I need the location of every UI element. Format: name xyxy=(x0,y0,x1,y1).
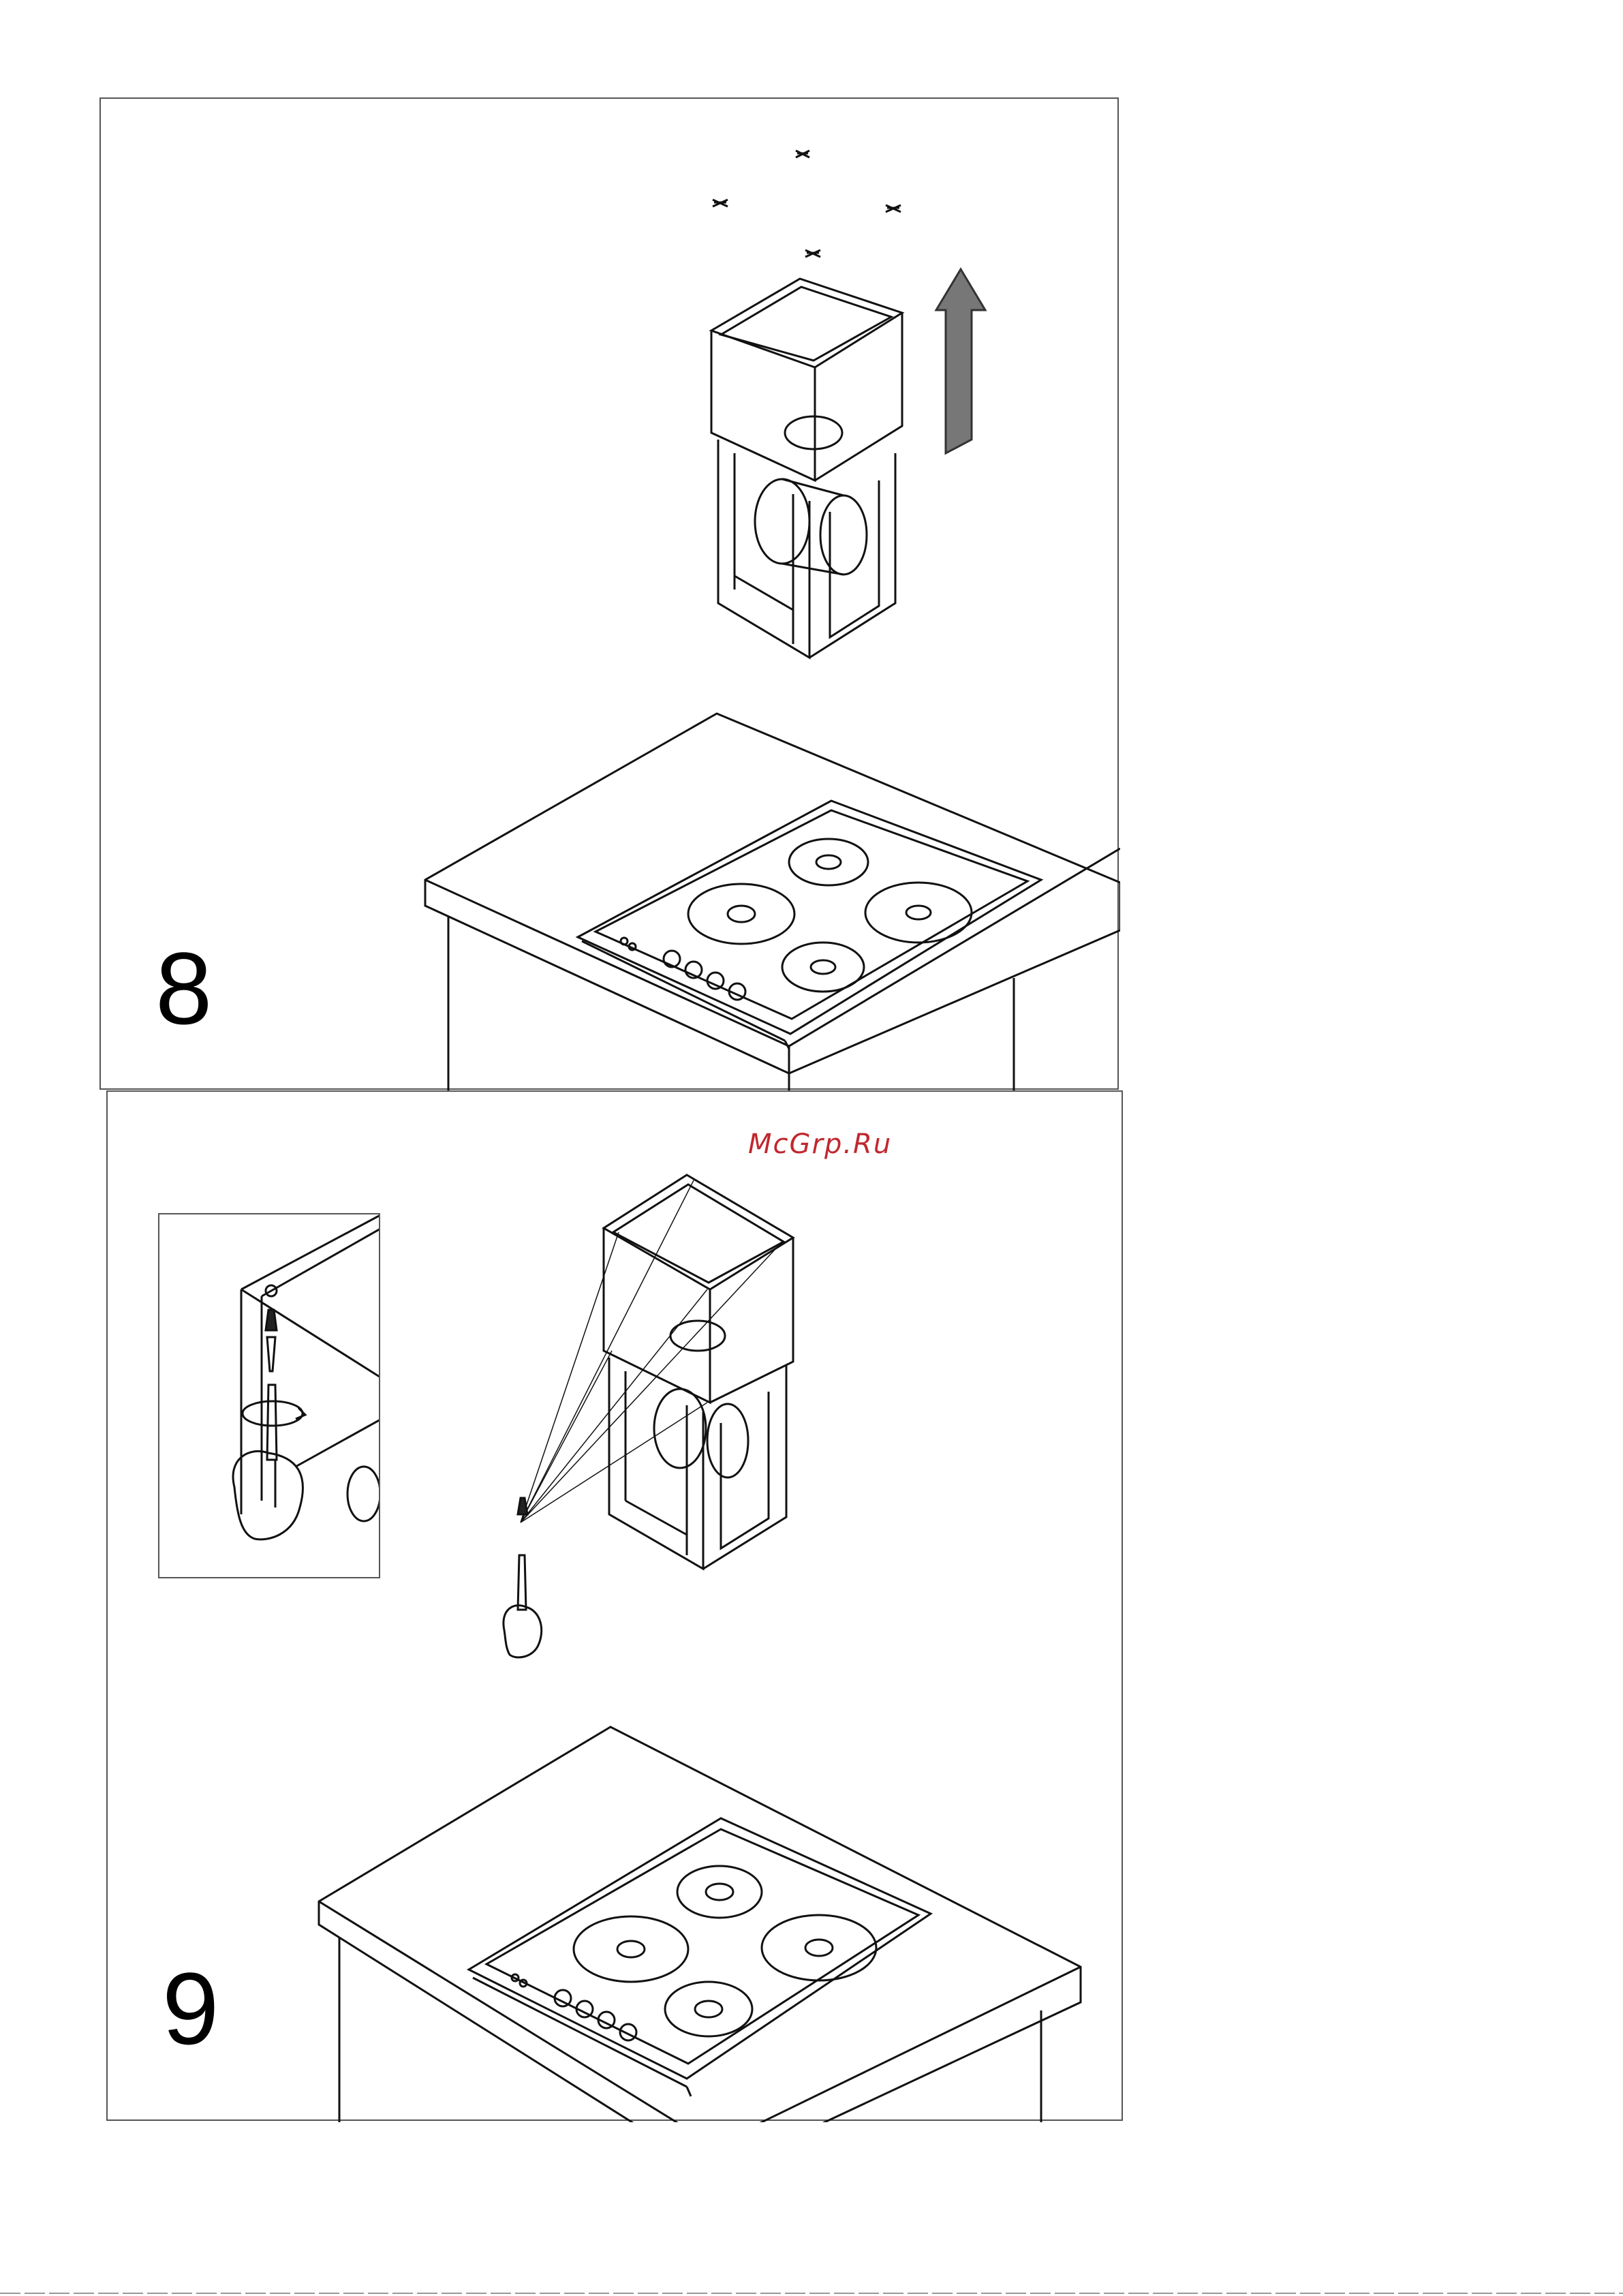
chimney-lower-frame xyxy=(718,440,895,658)
ceiling-anchor-marks xyxy=(713,151,901,257)
page-bottom-rule xyxy=(0,2293,1623,2294)
step-number: 8 xyxy=(155,937,212,1039)
step-8-illustration xyxy=(101,99,1120,1091)
chimney-lower-frame xyxy=(609,1358,786,1569)
up-arrow-icon xyxy=(936,269,985,453)
countertop xyxy=(319,1727,1081,2122)
chimney-cover xyxy=(604,1175,793,1403)
hand-with-screwdriver-icon xyxy=(504,1555,542,1657)
step-9-panel: McGrp.Ru xyxy=(106,1090,1123,2121)
step-8-panel: 8 xyxy=(99,97,1119,1090)
step-number: 9 xyxy=(162,1957,219,2060)
screw-icon xyxy=(518,1498,527,1514)
cooktop-hob xyxy=(578,801,1041,1049)
chimney-upper-cover xyxy=(711,279,902,480)
step-9-illustration xyxy=(108,1092,1124,2122)
cooktop-hob xyxy=(469,1818,931,2096)
guide-lines xyxy=(521,1180,782,1522)
